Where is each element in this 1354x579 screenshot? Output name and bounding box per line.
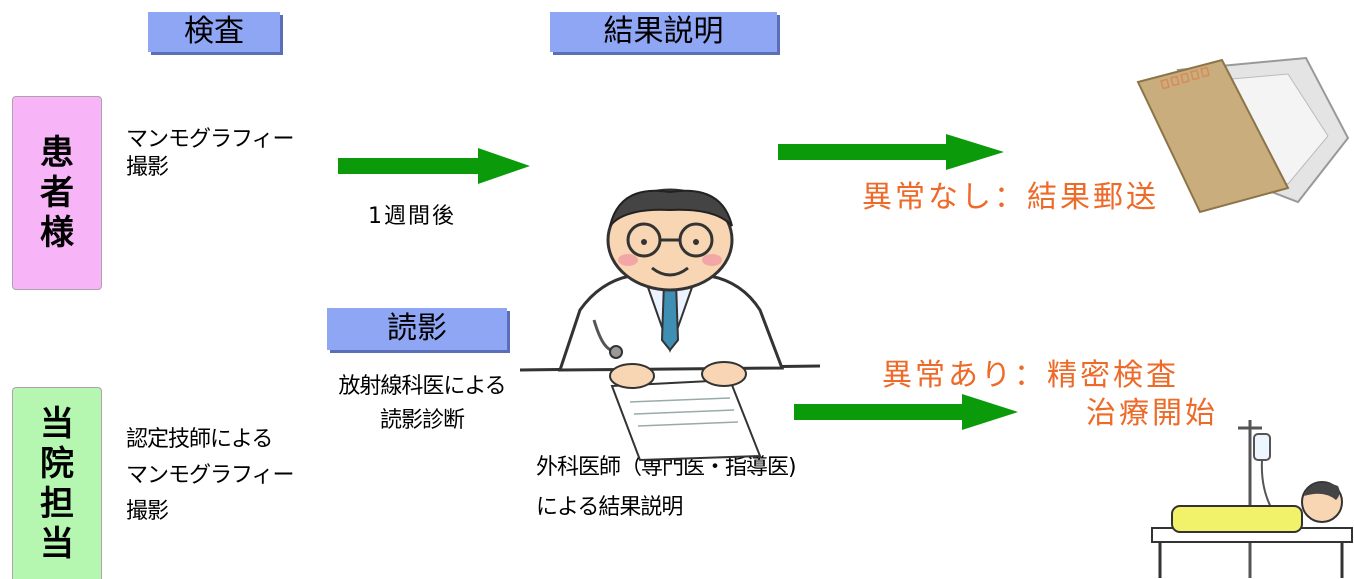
text-line: 認定技師による	[126, 427, 273, 452]
surgeon-text: 外科医師（専門医・指導医) による結果説明	[536, 448, 836, 528]
outcome-abnormal-line1: 異常あり：精密検査	[882, 358, 1179, 393]
header-reading: 読影	[327, 308, 507, 350]
header-result-explanation: 結果説明	[550, 12, 777, 52]
text-line: による結果説明	[536, 495, 683, 520]
arrow-to-abnormal-result	[794, 394, 1018, 430]
side-label-hospital-char: 当	[40, 523, 74, 564]
text-line: マンモグラフィー	[126, 463, 295, 488]
side-label-hospital: 当 院 担 当	[12, 387, 102, 579]
text-line: マンモグラフィー	[126, 127, 295, 152]
arrow-to-normal-result	[778, 134, 1004, 170]
patient-mammography-text: マンモグラフィー 撮影	[126, 126, 306, 182]
side-label-patient-char: 様	[40, 213, 74, 253]
hospital-mammography-text: 認定技師による マンモグラフィー 撮影	[126, 422, 316, 530]
doctor-illustration	[519, 188, 821, 462]
text-line: 撮影	[126, 155, 169, 180]
side-label-hospital-char: 院	[40, 443, 74, 484]
one-week-later-text: 1週間後	[368, 204, 456, 229]
text-line: 撮影	[126, 499, 169, 524]
side-label-patient-char: 患	[40, 133, 74, 173]
text-line: 読影診断	[379, 408, 465, 433]
text-line: 放射線科医による	[338, 374, 506, 399]
side-label-patient: 患 者 様	[12, 96, 102, 290]
outcome-abnormal-line2: 治療開始	[1086, 396, 1218, 431]
header-exam: 検査	[148, 12, 280, 52]
side-label-hospital-char: 当	[40, 403, 74, 444]
side-label-hospital-char: 担	[40, 483, 74, 524]
envelope-icon	[1136, 56, 1350, 214]
side-label-patient-char: 者	[40, 173, 74, 213]
radiologist-text: 放射線科医による 読影診断	[322, 370, 522, 438]
outcome-normal: 異常なし：結果郵送	[862, 180, 1159, 215]
arrow-to-one-week	[338, 148, 530, 184]
patient-bed-illustration	[1151, 420, 1353, 578]
